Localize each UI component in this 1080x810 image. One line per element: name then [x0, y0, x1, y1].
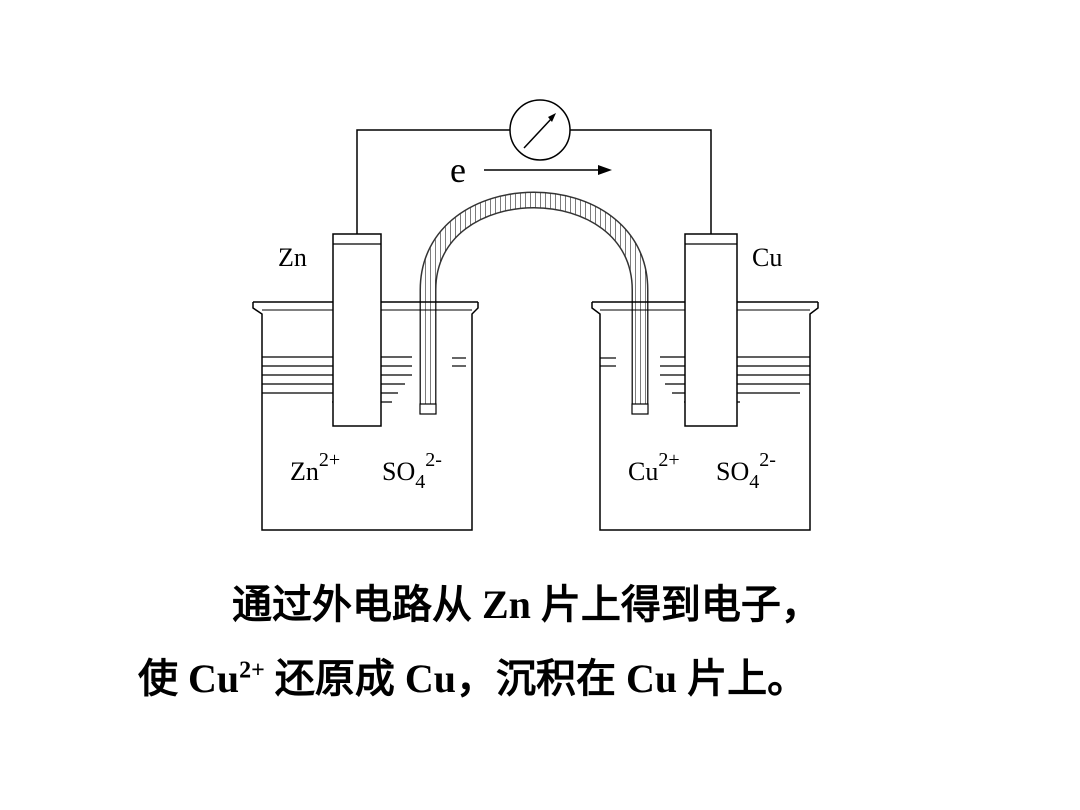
- left-anion-label: SO42-: [382, 449, 442, 493]
- copper-electrode: [684, 233, 738, 427]
- arrow-head-icon: [598, 165, 612, 175]
- caption-line-2-prefix: 使 Cu: [138, 656, 240, 701]
- external-wire-right: [570, 129, 712, 234]
- left-cation-label: Zn2+: [290, 449, 340, 486]
- zinc-electrode: [332, 233, 382, 427]
- caption-line-2-superscript: 2+: [239, 657, 265, 684]
- right-anion-label: SO42-: [716, 449, 776, 493]
- caption-line-2-suffix: 还原成 Cu，沉积在 Cu 片上。: [264, 656, 808, 701]
- external-wire: [356, 129, 510, 234]
- galvanic-cell-diagram: e: [252, 99, 819, 531]
- caption-line-2: 使 Cu2+ 还原成 Cu，沉积在 Cu 片上。: [138, 646, 807, 704]
- electron-label: e: [450, 150, 466, 190]
- galvanometer-icon: [509, 99, 571, 161]
- caption-line-1: 通过外电路从 Zn 片上得到电子，: [232, 582, 821, 627]
- zn-electrode-label: Zn: [278, 243, 307, 272]
- right-cation-label: Cu2+: [628, 449, 680, 486]
- salt-bridge: [419, 191, 649, 415]
- cu-electrode-label: Cu: [752, 243, 782, 272]
